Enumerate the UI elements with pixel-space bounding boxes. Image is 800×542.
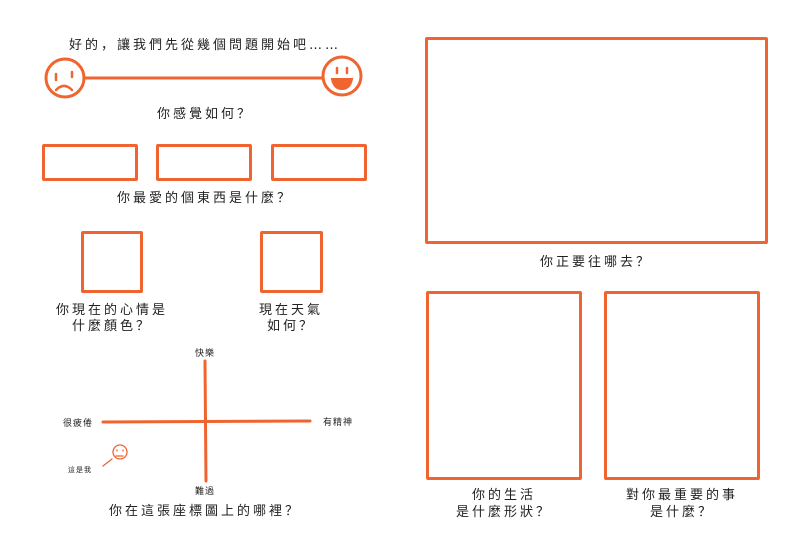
sad-face-icon xyxy=(44,57,86,99)
horizontal-axis xyxy=(101,419,312,424)
mood-color-question-line1: 你現在的心情是 xyxy=(55,303,169,318)
axis-label-top: 快樂 xyxy=(194,349,216,359)
weather-question-line2: 如何？ xyxy=(266,319,316,334)
weather-box[interactable] xyxy=(260,231,323,293)
most-important-question-line1: 對你最重要的事 xyxy=(625,488,739,503)
axes-question: 你在這張座標圖上的哪裡？ xyxy=(108,504,302,519)
axis-label-bottom: 難過 xyxy=(194,487,216,497)
me-marker-arrow xyxy=(102,458,113,467)
most-important-box[interactable] xyxy=(604,291,760,480)
me-marker-label: 這是我 xyxy=(68,466,92,474)
me-marker-face-icon xyxy=(112,444,128,460)
favorite-thing-box-3[interactable] xyxy=(271,144,367,181)
most-important-question-line2: 是什麼？ xyxy=(649,505,715,520)
feeling-question: 你感覺如何？ xyxy=(156,107,254,122)
destination-question: 你正要往哪去？ xyxy=(539,255,653,270)
life-shape-box[interactable] xyxy=(426,291,582,480)
favorite-things-question: 你最愛的個東西是什麼？ xyxy=(116,191,294,206)
axis-label-left: 很疲倦 xyxy=(62,419,94,429)
life-shape-question-line2: 是什麼形狀？ xyxy=(455,505,553,520)
mood-color-question-line2: 什麼顏色？ xyxy=(71,319,153,334)
destination-box[interactable] xyxy=(425,37,768,244)
life-shape-question-line1: 你的生活 xyxy=(471,488,537,503)
intro-text: 好的，讓我們先從幾個問題開始吧…… xyxy=(68,38,342,53)
happy-face-icon xyxy=(321,55,363,97)
favorite-thing-box-1[interactable] xyxy=(42,144,138,181)
weather-question-line1: 現在天氣 xyxy=(258,303,324,318)
axis-label-right: 有精神 xyxy=(322,418,354,428)
favorite-thing-box-2[interactable] xyxy=(156,144,252,181)
mood-color-box[interactable] xyxy=(81,231,143,293)
